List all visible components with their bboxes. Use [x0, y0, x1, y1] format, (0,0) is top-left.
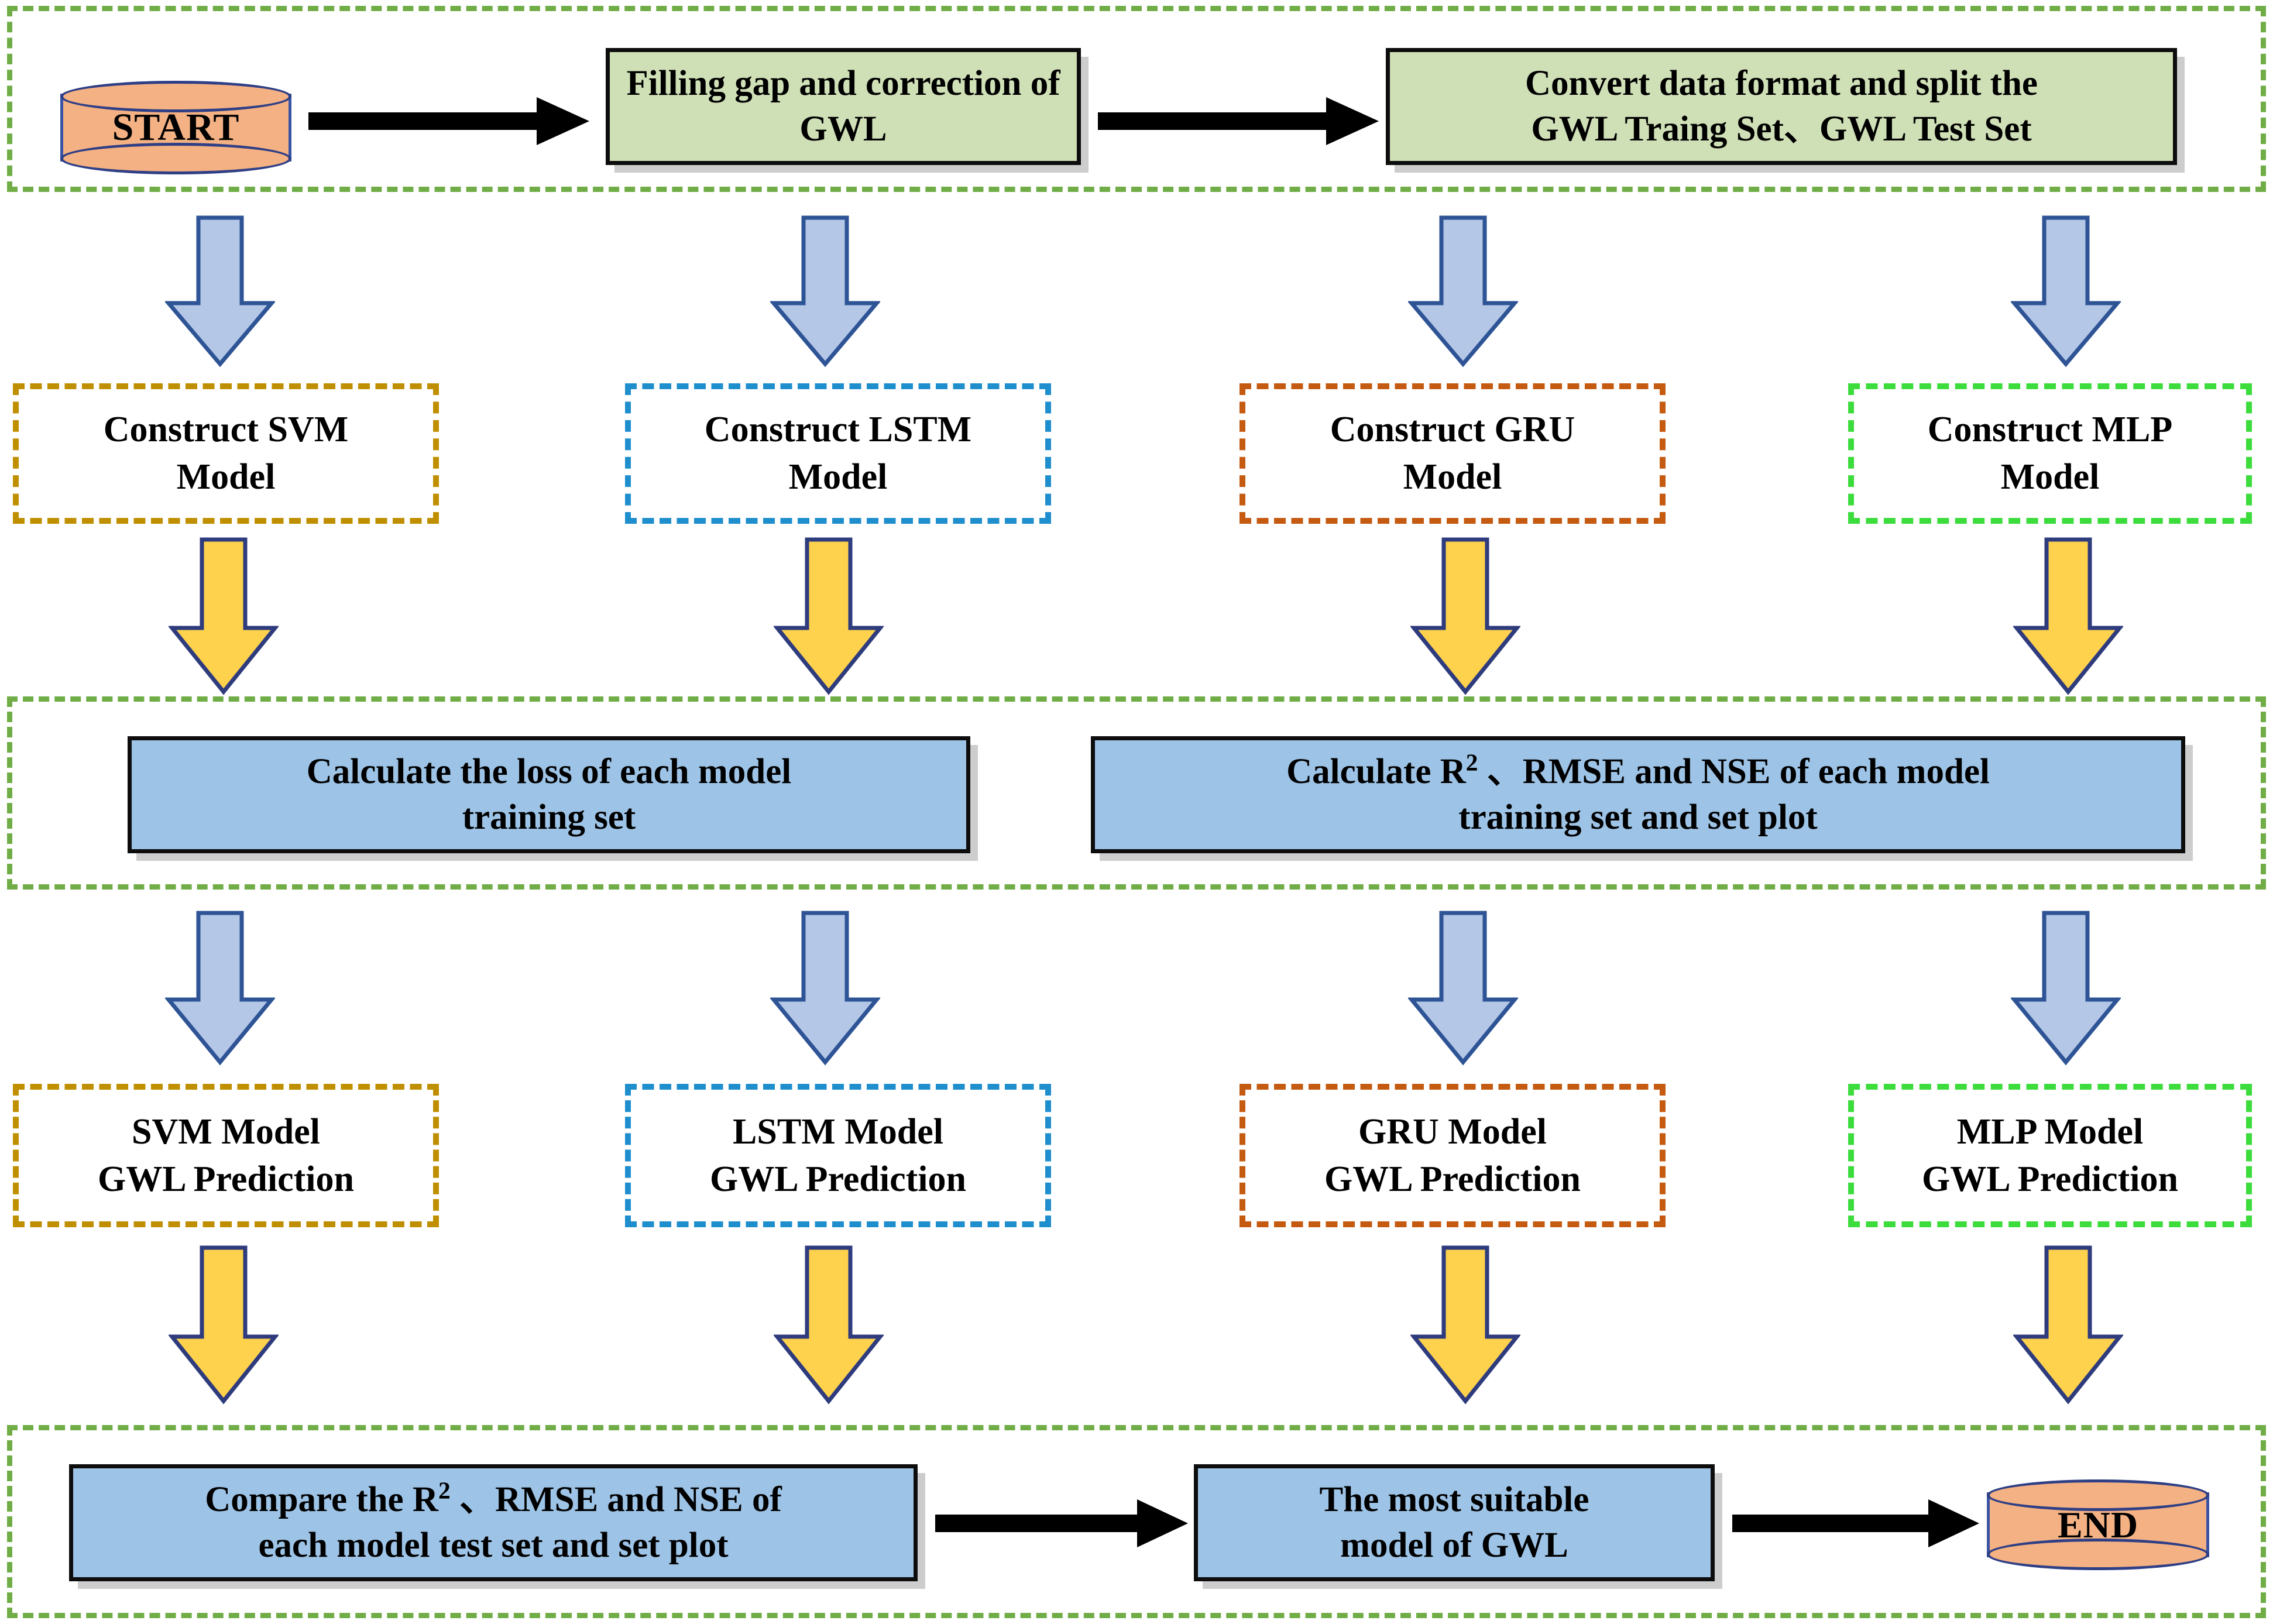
metrics-prefix: Calculate R	[1286, 751, 1466, 791]
arrow-down-blue-lstm-1	[769, 215, 881, 368]
predict-svm-line2: GWL Prediction	[97, 1159, 355, 1199]
compare-metrics-line2: each model test set and set plot	[258, 1526, 729, 1565]
construct-svm-line1: Construct SVM	[103, 410, 349, 450]
group-model-selection	[7, 1425, 2266, 1618]
arrow-down-blue-svm-2	[164, 911, 276, 1066]
start-terminator: START	[60, 81, 291, 174]
cylinder-bottom-ellipse-end	[1987, 1539, 2209, 1570]
construct-lstm-line2: Model	[788, 457, 888, 497]
model-box-construct-lstm: Construct LSTM Model	[625, 383, 1051, 524]
cylinder-top-ellipse-end	[1987, 1479, 2209, 1511]
end-label: END	[2057, 1503, 2139, 1546]
arrow-down-yellow-lstm-2	[772, 1245, 885, 1405]
process-best-model: The most suitable model of GWL	[1194, 1464, 1715, 1581]
compare-suffix: 、RMSE and NSE of	[450, 1479, 782, 1519]
arrow-filling-to-convert	[1098, 89, 1385, 153]
model-box-construct-svm: Construct SVM Model	[13, 383, 439, 524]
model-box-construct-gru: Construct GRU Model	[1239, 383, 1666, 524]
process-filling-gap: Filling gap and correction of GWL	[606, 48, 1081, 165]
process-compare-metrics: Compare the R2 、RMSE and NSE of each mod…	[69, 1464, 918, 1581]
process-calculate-metrics: Calculate R2 、RMSE and NSE of each model…	[1091, 736, 2185, 853]
arrow-compare-to-best	[935, 1491, 1193, 1556]
construct-mlp-line2: Model	[2000, 457, 2100, 497]
model-box-predict-lstm: LSTM Model GWL Prediction	[625, 1084, 1051, 1227]
process-convert-line2: GWL Traing Set、GWL Test Set	[1531, 109, 2032, 149]
compare-superscript: 2	[438, 1477, 451, 1504]
end-terminator: END	[1987, 1479, 2209, 1570]
model-box-construct-mlp: Construct MLP Model	[1848, 383, 2252, 524]
cylinder-top-ellipse	[60, 81, 291, 112]
arrow-down-yellow-lstm-1	[772, 537, 885, 695]
predict-lstm-line1: LSTM Model	[733, 1111, 943, 1152]
arrow-down-yellow-gru-1	[1409, 537, 1522, 695]
model-box-predict-gru: GRU Model GWL Prediction	[1239, 1084, 1666, 1227]
arrow-down-blue-lstm-2	[769, 911, 881, 1066]
calculate-loss-line2: training set	[462, 798, 636, 837]
arrow-down-blue-mlp-2	[2010, 911, 2122, 1066]
process-filling-gap-label: Filling gap and correction of GWL	[626, 63, 1060, 149]
arrow-down-blue-mlp-1	[2010, 215, 2122, 368]
model-box-predict-mlp: MLP Model GWL Prediction	[1848, 1084, 2252, 1227]
construct-gru-line1: Construct GRU	[1330, 410, 1575, 450]
arrow-down-blue-svm-1	[164, 215, 276, 368]
arrow-down-yellow-gru-2	[1409, 1245, 1522, 1405]
metrics-suffix: 、RMSE and NSE of each model	[1478, 751, 1990, 791]
arrow-down-yellow-mlp-2	[2012, 1245, 2124, 1405]
construct-lstm-line1: Construct LSTM	[704, 410, 972, 450]
arrow-down-blue-gru-2	[1407, 911, 1519, 1066]
metrics-superscript: 2	[1465, 749, 1478, 776]
calculate-metrics-line2: training set and set plot	[1458, 798, 1818, 837]
process-calculate-loss: Calculate the loss of each model trainin…	[128, 736, 970, 853]
process-convert-line1: Convert data format and split the	[1525, 63, 2038, 103]
predict-svm-line1: SVM Model	[131, 1111, 321, 1152]
arrow-down-blue-gru-1	[1407, 215, 1519, 368]
start-label: START	[112, 106, 240, 149]
arrow-best-to-end	[1732, 1491, 1984, 1556]
compare-metrics-line1: Compare the R2 、RMSE and NSE of	[205, 1477, 782, 1523]
construct-mlp-line1: Construct MLP	[1927, 410, 2173, 450]
predict-gru-line2: GWL Prediction	[1324, 1159, 1581, 1199]
calculate-metrics-line1: Calculate R2 、RMSE and NSE of each model	[1286, 749, 1990, 795]
construct-gru-line2: Model	[1403, 457, 1502, 497]
arrow-start-to-filling	[308, 89, 595, 153]
best-model-line2: model of GWL	[1340, 1526, 1568, 1565]
cylinder-bottom-ellipse	[60, 143, 291, 174]
predict-lstm-line2: GWL Prediction	[709, 1159, 967, 1199]
calculate-loss-line1: Calculate the loss of each model	[306, 751, 792, 791]
predict-mlp-line1: MLP Model	[1956, 1111, 2144, 1152]
arrow-down-yellow-svm-1	[167, 537, 280, 695]
predict-mlp-line2: GWL Prediction	[1921, 1159, 2179, 1199]
arrow-down-yellow-mlp-1	[2012, 537, 2124, 695]
model-box-predict-svm: SVM Model GWL Prediction	[13, 1084, 439, 1227]
best-model-line1: The most suitable	[1319, 1479, 1589, 1519]
predict-gru-line1: GRU Model	[1358, 1111, 1547, 1152]
compare-prefix: Compare the R	[205, 1479, 438, 1519]
process-convert-split: Convert data format and split the GWL Tr…	[1386, 48, 2177, 165]
group-training-evaluation	[7, 696, 2266, 890]
group-data-preparation	[7, 6, 2266, 192]
arrow-down-yellow-svm-2	[167, 1245, 280, 1405]
construct-svm-line2: Model	[176, 457, 276, 497]
